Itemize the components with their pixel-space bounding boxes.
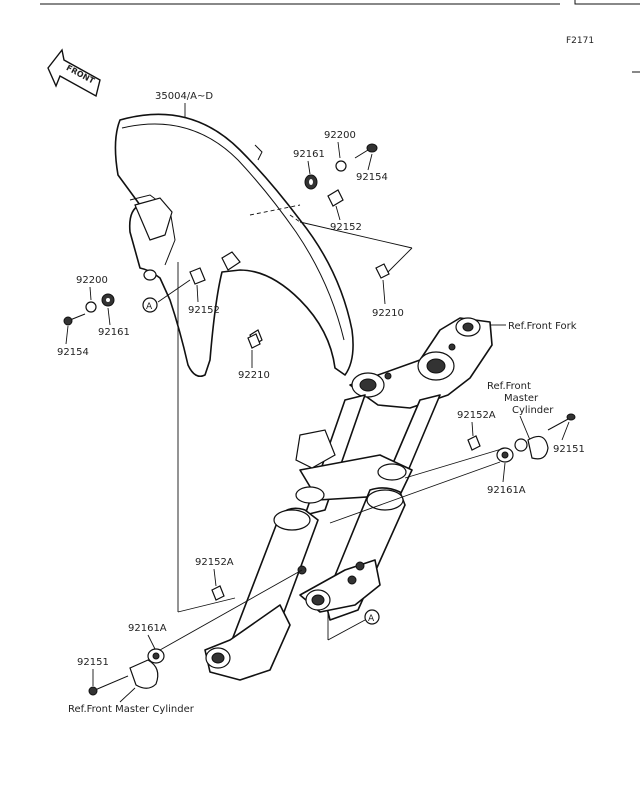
front-fork-assembly (204, 317, 493, 681)
label-92152A-left: 92152A (195, 557, 234, 568)
collar-92152A-right (467, 435, 481, 451)
front-arrow-icon: FRONT (47, 48, 101, 98)
hardware-left (63, 267, 261, 349)
corner-mark (574, 0, 640, 5)
label-92161-left: 92161 (98, 327, 130, 338)
leader-92154-left (65, 325, 69, 345)
label-92161A-right: 92161A (487, 485, 526, 496)
clip-92210-right (375, 263, 390, 279)
label-92152A-right: 92152A (457, 410, 496, 421)
leader-92152-top (335, 205, 341, 221)
ref-fmc-bottom: Ref.Front Master Cylinder (68, 704, 195, 715)
leader-92210-right-c (382, 279, 386, 305)
ref-fmc-line2: Master (504, 393, 539, 404)
hardware-left-lower (88, 585, 225, 696)
clamp-master-cylinder-right (527, 435, 549, 460)
leader-92154-top (367, 153, 373, 171)
ref-fmc-line1: Ref.Front (487, 381, 531, 392)
leader-ref-fmc-right (519, 415, 531, 441)
leader-92210-right-a (299, 221, 413, 249)
label-92200-left: 92200 (76, 275, 108, 286)
label-92152-mid: 92152 (188, 305, 220, 316)
bolt-92151-left (88, 686, 98, 696)
leader-92200-top (337, 141, 341, 159)
marker-a-top (142, 297, 158, 313)
marker-a-bottom (364, 609, 380, 625)
label-92151-left: 92151 (77, 657, 109, 668)
bolt-92151-right (566, 413, 576, 421)
leader-92161-left (107, 307, 111, 326)
leader-92152-mid (196, 284, 199, 303)
ref-line-left-lower (159, 569, 303, 651)
diagram-code: F2171 (566, 36, 594, 46)
washer-92200-top (335, 160, 347, 172)
leader-92152A-left (213, 568, 217, 587)
collar-92152-mid (189, 267, 206, 285)
leader-ref-fmc-bottom (119, 687, 136, 703)
bolt-92154-left (63, 316, 73, 326)
hardware-right (467, 413, 576, 463)
leader-92161A-right (502, 462, 506, 483)
collar-92152-top (327, 189, 344, 207)
ref-fmc-line3: Cylinder (512, 405, 554, 416)
label-92154-left: 92154 (57, 347, 89, 358)
washer-92200-left (85, 301, 97, 313)
clip-92210-mid (247, 333, 261, 349)
ref-line-a-bottom-d (327, 619, 366, 641)
ref-line-right-lower (329, 461, 501, 524)
leader-92161A-left (147, 634, 156, 650)
hardware-top (304, 143, 390, 279)
label-92151-right: 92151 (553, 444, 585, 455)
leader-92151-right (561, 421, 570, 441)
collar-92152A-left (211, 585, 225, 601)
bolt-92154-top (366, 143, 378, 153)
marker-a-top-text: A (146, 302, 153, 312)
clamp-master-cylinder-left (129, 659, 159, 689)
leader-92200-left (89, 286, 92, 301)
leader-92210-right-b (387, 247, 413, 273)
leader-92161-top (307, 160, 311, 175)
label-92210-right: 92210 (372, 308, 404, 319)
label-92210-mid: 92210 (238, 370, 270, 381)
label-92152-top: 92152 (330, 222, 362, 233)
marker-a-bottom-text: A (368, 614, 375, 624)
label-92161A-left: 92161A (128, 623, 167, 634)
label-92154-top: 92154 (356, 172, 388, 183)
label-92161-top: 92161 (293, 149, 325, 160)
ref-line-right-upper (404, 447, 506, 479)
label-92200-top: 92200 (324, 130, 356, 141)
ref-line-bottom-left (177, 597, 236, 613)
ref-front-fork: Ref.Front Fork (508, 321, 577, 332)
leader-92152A-right (471, 421, 474, 437)
leader-a-top (157, 279, 191, 303)
label-fender: 35004/A~D (155, 91, 213, 102)
